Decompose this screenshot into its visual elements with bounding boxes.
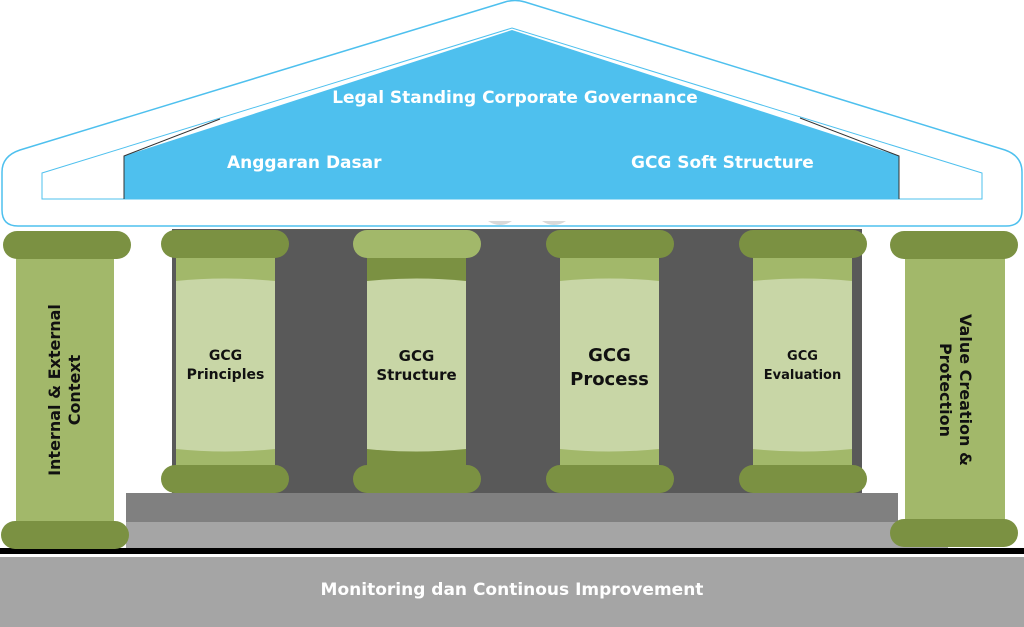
roof-left-label: Anggaran Dasar bbox=[227, 153, 382, 173]
roof-right-label: GCG Soft Structure bbox=[631, 153, 814, 173]
pillar-principles-line2: Principles bbox=[186, 367, 265, 383]
left-side-text: Internal & External Context bbox=[45, 304, 84, 476]
roof-drop-right bbox=[542, 221, 566, 225]
pillar-process-line1: GCG bbox=[588, 345, 631, 366]
pillar-evaluation bbox=[739, 230, 867, 493]
pillar-principles-line1: GCG bbox=[208, 348, 243, 364]
left-side-pillar-base bbox=[1, 521, 129, 549]
pillar-evaluation-line1: GCG bbox=[787, 349, 818, 364]
base-label: Monitoring dan Continous Improvement bbox=[320, 580, 704, 600]
right-side-text: Value Creation & Protection bbox=[936, 314, 975, 466]
left-side-pillar-label: Internal & External Context bbox=[45, 270, 85, 510]
pillar-process-label: GCG Process bbox=[555, 344, 664, 392]
lower-step bbox=[126, 522, 948, 550]
roof-drop-left bbox=[488, 221, 512, 225]
right-side-pillar-capital bbox=[890, 231, 1018, 259]
upper-step bbox=[126, 493, 898, 523]
pillar-structure-line1: GCG bbox=[398, 347, 435, 365]
pillar-principles bbox=[161, 230, 289, 493]
pillar-process-line2: Process bbox=[570, 369, 649, 390]
pillar-process bbox=[546, 230, 674, 493]
pediment-shadow-left bbox=[123, 118, 221, 199]
base-slab bbox=[0, 557, 1024, 627]
pillar-structure bbox=[353, 230, 481, 493]
pediment-shadow-right bbox=[799, 117, 900, 199]
right-side-pillar-base bbox=[890, 519, 1018, 547]
pillar-principles-label: GCG Principles bbox=[176, 347, 275, 385]
right-side-pillar-shaft bbox=[905, 252, 1005, 522]
roof-pediment bbox=[124, 30, 899, 199]
pillar-evaluation-label: GCG Evaluation bbox=[748, 347, 857, 385]
roof-title: Legal Standing Corporate Governance bbox=[332, 88, 698, 108]
ground-line bbox=[0, 548, 1024, 554]
pillar-evaluation-line2: Evaluation bbox=[763, 368, 842, 383]
right-side-pillar-label: Value Creation & Protection bbox=[935, 270, 975, 510]
pillar-structure-label: GCG Structure bbox=[362, 347, 471, 385]
back-wall bbox=[172, 229, 862, 494]
left-side-pillar-shaft bbox=[16, 252, 114, 522]
pillar-structure-line2: Structure bbox=[376, 366, 457, 384]
left-side-pillar-capital bbox=[3, 231, 131, 259]
